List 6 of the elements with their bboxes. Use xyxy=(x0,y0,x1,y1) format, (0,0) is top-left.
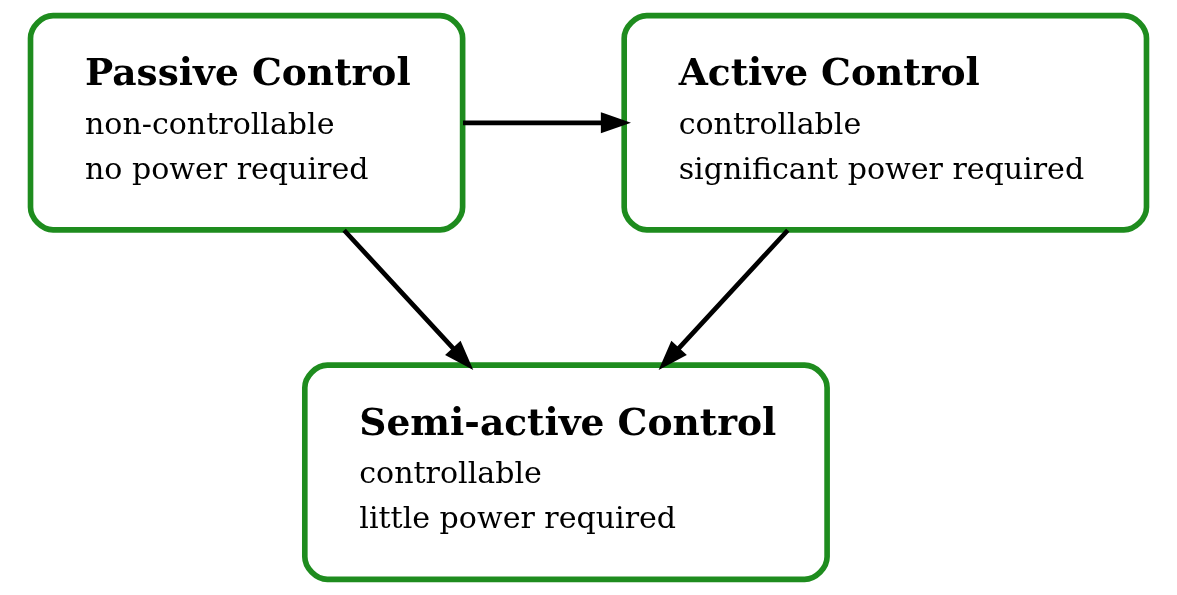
arrow xyxy=(463,112,631,134)
arrow xyxy=(658,228,790,371)
node-box: Passive Control non-controllable no power required xyxy=(27,12,466,233)
node-box: Semi-active Control controllable little power required xyxy=(302,362,830,583)
node-box: Active Control controllable significant power required xyxy=(621,12,1150,233)
arrow xyxy=(342,228,474,371)
